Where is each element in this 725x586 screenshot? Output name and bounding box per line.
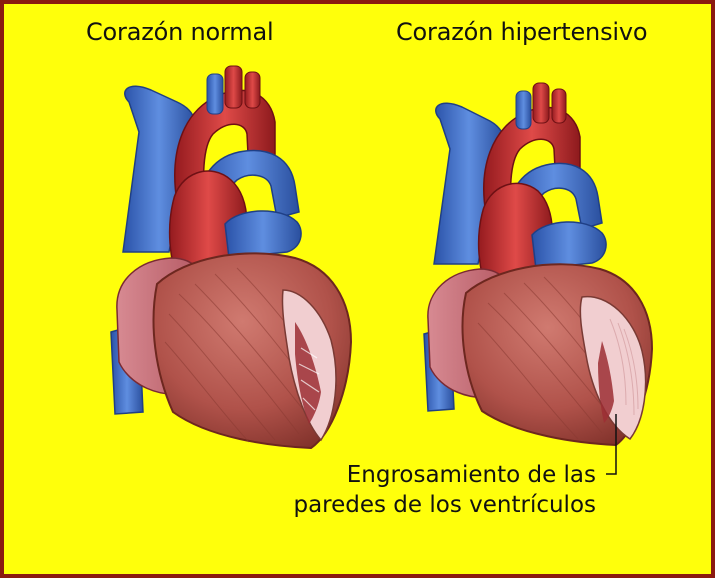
hypertensive-heart-title: Corazón hipertensivo bbox=[396, 18, 647, 46]
annotation-line-2: paredes de los ventrículos bbox=[293, 490, 596, 520]
normal-heart-illustration bbox=[99, 62, 374, 452]
illustration-panel: Corazón normal Corazón hipertensivo bbox=[0, 0, 715, 578]
thickening-annotation: Engrosamiento de las paredes de los vent… bbox=[293, 460, 596, 520]
annotation-line-1: Engrosamiento de las bbox=[293, 460, 596, 490]
hypertensive-heart-illustration bbox=[412, 79, 672, 459]
normal-heart-title: Corazón normal bbox=[86, 18, 273, 46]
